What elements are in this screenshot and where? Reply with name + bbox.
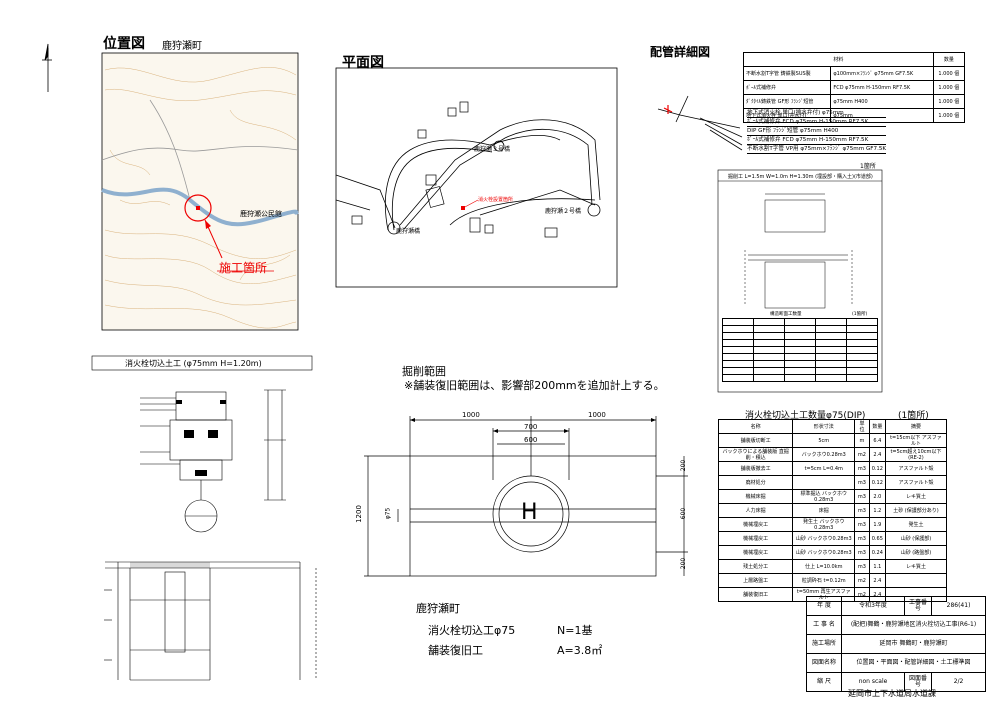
qty-sub-title: 構造断面工数量 [770,312,802,317]
summary-qty2: A=3.8㎡ [557,644,603,657]
plan-view-title: 平面図 [342,55,384,71]
plan-buildings [351,101,558,238]
title-block: 年 度 令和3年度 工事番号 286(41) 工 事 名(配把)舞鶴・鹿狩瀬地区… [806,596,986,692]
dim-600: 600 [524,436,538,444]
hydrant-assembly-drawing [140,389,286,533]
dim-right: 1000 [588,411,606,419]
summary-item2: 舗装復旧工 [428,644,483,657]
qty-header: 単位 [854,419,870,434]
summary-town: 鹿狩瀬町 [416,602,460,615]
section-count: 1箇所 [860,163,876,170]
hydrant-site-label: 消火栓設置箇所 [478,197,514,203]
qty-sub-table [722,318,878,382]
north-arrow-icon [42,43,52,92]
piping-callouts: 地下式消火栓 単口(排水弁付) φ75mm ﾎﾞｰﾙ式補修弁 FCD φ75mm… [747,110,887,154]
dim-200b: 200 [680,557,688,570]
bridge-0-label: 鹿狩瀬橋 [396,228,421,235]
plan-view-frame [335,67,618,288]
bridge-3-label: 鹿狩瀬３号橋 [474,146,511,153]
hydrant-symbol: H [521,500,538,525]
summary-item1: 消火栓切込工φ75 [428,624,516,637]
qty-header: 形状寸法 [792,419,856,434]
plan-roads [335,119,601,231]
dim-1200: 1200 [354,505,363,523]
qty-table-title: 消火栓切込土工数量φ75(DIP) [745,411,866,421]
location-map-title: 位置図 [103,36,145,52]
excavation-diagram [364,416,688,577]
hall-label: 鹿狩瀬公民館 [240,210,282,218]
trench-section-drawing [104,561,317,681]
site-label: 施工箇所 [219,261,268,275]
location-map-frame [101,52,299,331]
section-drawing [744,193,853,309]
dim-left: 1000 [462,411,480,419]
qty-header: 数量 [868,419,886,434]
dim-phi: φ75 [384,507,392,520]
dim-600b: 600 [680,507,688,520]
dim-700: 700 [524,423,538,431]
location-map-town: 鹿狩瀬町 [162,41,202,52]
office-name: 延岡市上下水道局水道課 [848,689,936,698]
excavation-note: ※舗装復旧範囲は、影響部200mmを追加計上する。 [404,379,665,392]
summary-qty1: N=1基 [557,624,593,637]
contour-lines [104,67,297,329]
excavation-title: 掘削範囲 [402,365,446,378]
site-circle-icon [184,194,212,222]
section-header: 掘削工 L=1.5m W=1.0m H=1.30m (埋設部・購入土)(市道部) [728,174,873,180]
qty-sub-count: (1箇所) [852,312,868,317]
qty-table-count: (1箇所) [898,411,929,421]
hydrant-work-title: 消火栓切込土工 (φ75mm H=1.20m) [125,359,262,368]
river-line [101,187,299,227]
qty-header: 名称 [717,419,794,434]
hydrant-hatch [176,400,226,476]
dim-200a: 200 [680,459,688,472]
piping-detail-lines [657,95,743,151]
qty-header: 摘要 [884,419,948,434]
bridge-2-label: 鹿狩瀬２号橋 [545,208,582,215]
piping-title: 配管詳細図 [650,45,711,59]
